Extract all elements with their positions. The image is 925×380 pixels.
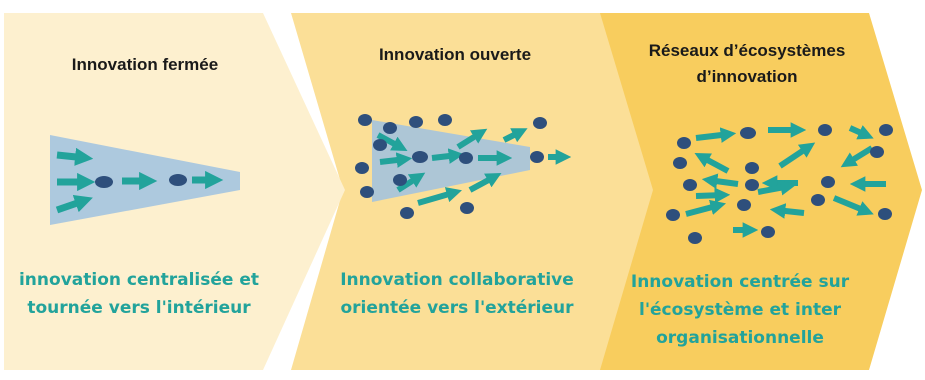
panel-2-title-line: Innovation ouverte xyxy=(378,45,532,64)
closed-funnel-icon xyxy=(50,135,240,225)
panel-2-caption: Innovation collaborative orientée vers l… xyxy=(312,266,602,322)
ecosystem-network-icon xyxy=(666,122,893,244)
panel-2-caption-line: orientée vers l'extérieur xyxy=(340,298,574,318)
open-funnel-icon xyxy=(355,114,572,219)
panel-3-caption-line: organisationnelle xyxy=(656,328,824,348)
panel-1-caption: innovation centralisée et tournée vers l… xyxy=(8,266,270,322)
panel-3-caption: Innovation centrée sur l'écosystème et i… xyxy=(615,268,865,352)
panel-3-title-line: d’innovation xyxy=(696,67,798,86)
panel-1-title-line: Innovation fermée xyxy=(71,55,219,74)
panel-1-title: Innovation fermée xyxy=(20,52,270,78)
panel-1-caption-line: tournée vers l'intérieur xyxy=(27,298,251,318)
panel-2-title: Innovation ouverte xyxy=(330,42,580,68)
panel-3-title-line: Réseaux d’écosystèmes xyxy=(648,41,846,60)
panel-1-caption-line: innovation centralisée et xyxy=(18,270,260,290)
panel-3-caption-line: Innovation centrée sur xyxy=(630,272,850,292)
panel-3-caption-line: l'écosystème et inter xyxy=(639,300,841,320)
panel-2-caption-line: Innovation collaborative xyxy=(340,270,574,290)
panel-3-title: Réseaux d’écosystèmes d’innovation xyxy=(612,38,882,90)
